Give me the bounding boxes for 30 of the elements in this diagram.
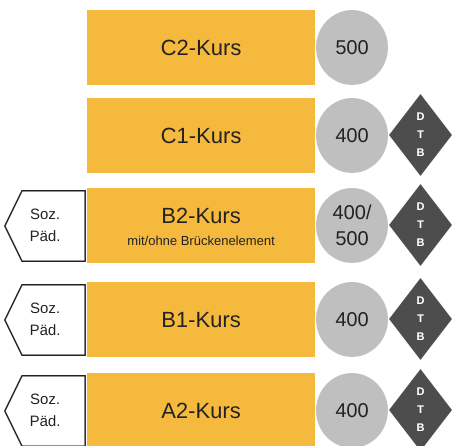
- course-name: B1-Kurs: [161, 306, 241, 332]
- test-label: D T B: [416, 110, 426, 161]
- test-label: D T B: [416, 385, 426, 436]
- test-diamond: [389, 94, 452, 176]
- course-name: B2-Kurs: [161, 203, 241, 229]
- score-value: 400: [334, 124, 370, 148]
- course-name: A2-Kurs: [161, 398, 241, 424]
- test-label: D T B: [416, 200, 426, 251]
- course-bar: [87, 98, 315, 173]
- test-diamond: [389, 184, 452, 266]
- course-bar: [87, 10, 315, 85]
- course-name: C2-Kurs: [160, 34, 242, 60]
- course-bar: [87, 373, 315, 446]
- score-value: 400: [334, 398, 370, 424]
- badge-text: Soz. Päd.: [28, 390, 62, 432]
- score-value: 400: [334, 308, 370, 332]
- hexagon-badge: [4, 375, 86, 446]
- course-name: C1-Kurs: [160, 122, 242, 148]
- score-value: 500: [334, 36, 370, 60]
- course-note: mit/ohne Brückenelement: [127, 233, 275, 248]
- test-diamond: [389, 278, 452, 360]
- hexagon-badge: [4, 284, 86, 356]
- score-value: 400/ 500: [332, 200, 372, 252]
- course-bar: [87, 188, 315, 263]
- hexagon-badge: [4, 190, 86, 262]
- course-bar: [87, 282, 315, 357]
- test-label: D T B: [416, 294, 426, 345]
- test-diamond: [389, 369, 452, 446]
- badge-text: Soz. Päd.: [28, 299, 62, 341]
- badge-text: Soz. Päd.: [28, 205, 62, 247]
